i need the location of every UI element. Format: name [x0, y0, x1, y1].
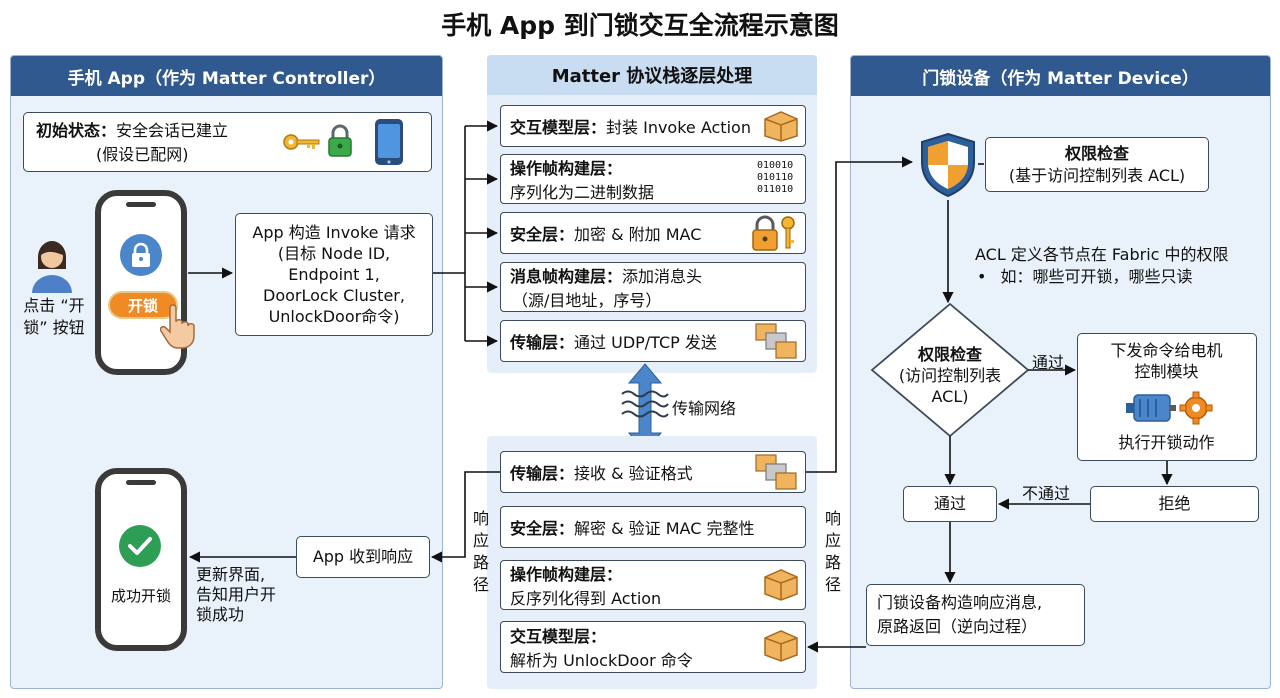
update-ui-line-2: 告知用户开	[196, 585, 277, 604]
motor-line-2: 控制模块	[1134, 362, 1199, 381]
send-operation-frame-layer: 操作帧构建层：序列化为二进制数据	[500, 154, 806, 204]
acl-note: ACL 定义各节点在 Fabric 中的权限 • 如：哪些可开锁，哪些只读	[975, 244, 1229, 288]
binary-data-icon: 010010 010110 011010	[757, 160, 794, 195]
user-caption-line-2: 锁” 按钮	[23, 318, 85, 337]
send-message-frame-layer: 消息帧构建层：添加消息头 （源/目地址，序号）	[500, 262, 806, 312]
acl-check-title: 权限检查	[1064, 143, 1129, 163]
acl-check-subtitle: (基于访问控制列表 ACL)	[1008, 165, 1186, 185]
success-check-icon	[119, 525, 161, 567]
user-caption-line-1: 点击 “开	[23, 296, 85, 315]
invoke-line-1: App 构造 Invoke 请求	[252, 223, 416, 242]
invoke-request-box: App 构造 Invoke 请求 (目标 Node ID, Endpoint 1…	[235, 213, 433, 336]
fail-label: 不通过	[1022, 484, 1071, 503]
recv-operation-frame-layer: 操作帧构建层：反序列化得到 Action	[500, 560, 806, 610]
package-icon-receive	[764, 569, 798, 601]
app-response-box: App 收到响应	[296, 536, 430, 578]
initial-state-label: 初始状态：	[36, 121, 117, 140]
invoke-line-3: Endpoint 1,	[288, 265, 380, 284]
device-response-box: 门锁设备构造响应消息, 原路返回（逆向过程）	[866, 584, 1085, 646]
device-response-line-1: 门锁设备构造响应消息,	[877, 593, 1043, 612]
user-caption: 点击 “开 锁” 按钮	[14, 295, 94, 339]
phone-app-panel-header: 手机 App（作为 Matter Controller）	[11, 56, 442, 96]
success-text: 成功开锁	[110, 587, 171, 605]
invoke-line-5: UnlockDoor命令)	[268, 307, 400, 326]
send-transport-layer: 传输层：通过 UDP/TCP 发送	[500, 320, 806, 362]
update-ui-line-3: 锁成功	[196, 605, 245, 624]
lock-badge-icon	[120, 234, 162, 276]
pass-box: 通过	[903, 486, 997, 522]
pass-box-text: 通过	[933, 494, 966, 513]
door-lock-panel-header: 门锁设备（作为 Matter Device）	[851, 56, 1270, 96]
update-ui-line-1: 更新界面,	[196, 565, 266, 584]
recv-interaction-model-layer: 交互模型层：解析为 UnlockDoor 命令	[500, 621, 806, 673]
initial-state-text: 安全会话已建立	[116, 121, 229, 140]
motor-action-text: 执行开锁动作	[1118, 433, 1215, 452]
packets-icon-receive	[755, 454, 797, 490]
invoke-line-4: DoorLock Cluster,	[263, 286, 405, 305]
network-label: 传输网络	[672, 399, 737, 418]
acl-decision-text: 权限检查 (访问控制列表 ACL)	[898, 345, 1002, 406]
motor-line-1: 下发命令给电机	[1110, 341, 1223, 360]
unlock-button-label: 开锁	[127, 296, 158, 315]
reject-box: 拒绝	[1090, 486, 1259, 522]
recv-transport-layer: 传输层：接收 & 验证格式	[500, 451, 806, 493]
initial-state-box: 初始状态：安全会话已建立 (假设已配网)	[23, 112, 432, 172]
wave-icon	[621, 390, 669, 418]
update-ui-text: 更新界面, 告知用户开 锁成功	[196, 565, 276, 625]
package-icon	[764, 111, 798, 142]
invoke-line-2: (目标 Node ID,	[277, 244, 391, 263]
response-path-label-left: 响 应 路 径	[472, 509, 489, 594]
lock-key-icon	[752, 215, 795, 251]
reject-box-text: 拒绝	[1158, 494, 1191, 513]
motor-control-box: 下发命令给电机 控制模块 执行开锁动作	[1077, 333, 1257, 461]
response-path-label-right: 响 应 路 径	[824, 509, 841, 594]
acl-bullet-text: 如：哪些可开锁，哪些只读	[1000, 267, 1193, 286]
user-avatar-icon	[32, 241, 72, 293]
motor-gear-icon	[1126, 391, 1213, 425]
packets-icon	[755, 323, 797, 359]
acl-bullet: •	[977, 267, 987, 286]
send-interaction-model-layer: 交互模型层：封装 Invoke Action	[500, 105, 806, 147]
acl-note-line: ACL 定义各节点在 Fabric 中的权限	[975, 245, 1229, 264]
smartphone-icon	[375, 119, 403, 165]
app-response-text: App 收到响应	[312, 547, 414, 566]
recv-security-layer: 安全层：解密 & 验证 MAC 完整性	[500, 506, 806, 548]
device-response-line-2: 原路返回（逆向过程）	[877, 617, 1038, 636]
unlock-button[interactable]: 开锁	[108, 291, 178, 319]
acl-check-box: 权限检查 (基于访问控制列表 ACL)	[985, 137, 1209, 192]
pass-label: 通过	[1032, 353, 1065, 372]
diagram-title: 手机 App 到门锁交互全流程示意图	[441, 11, 839, 40]
green-lock-icon	[328, 124, 352, 157]
initial-state-note: (假设已配网)	[96, 145, 189, 164]
package-icon-interaction	[764, 630, 798, 662]
protocol-stack-header: Matter 协议栈逐层处理	[487, 55, 817, 95]
shield-icon	[921, 132, 975, 198]
tap-hand-icon	[160, 304, 195, 349]
key-icon	[283, 134, 320, 150]
